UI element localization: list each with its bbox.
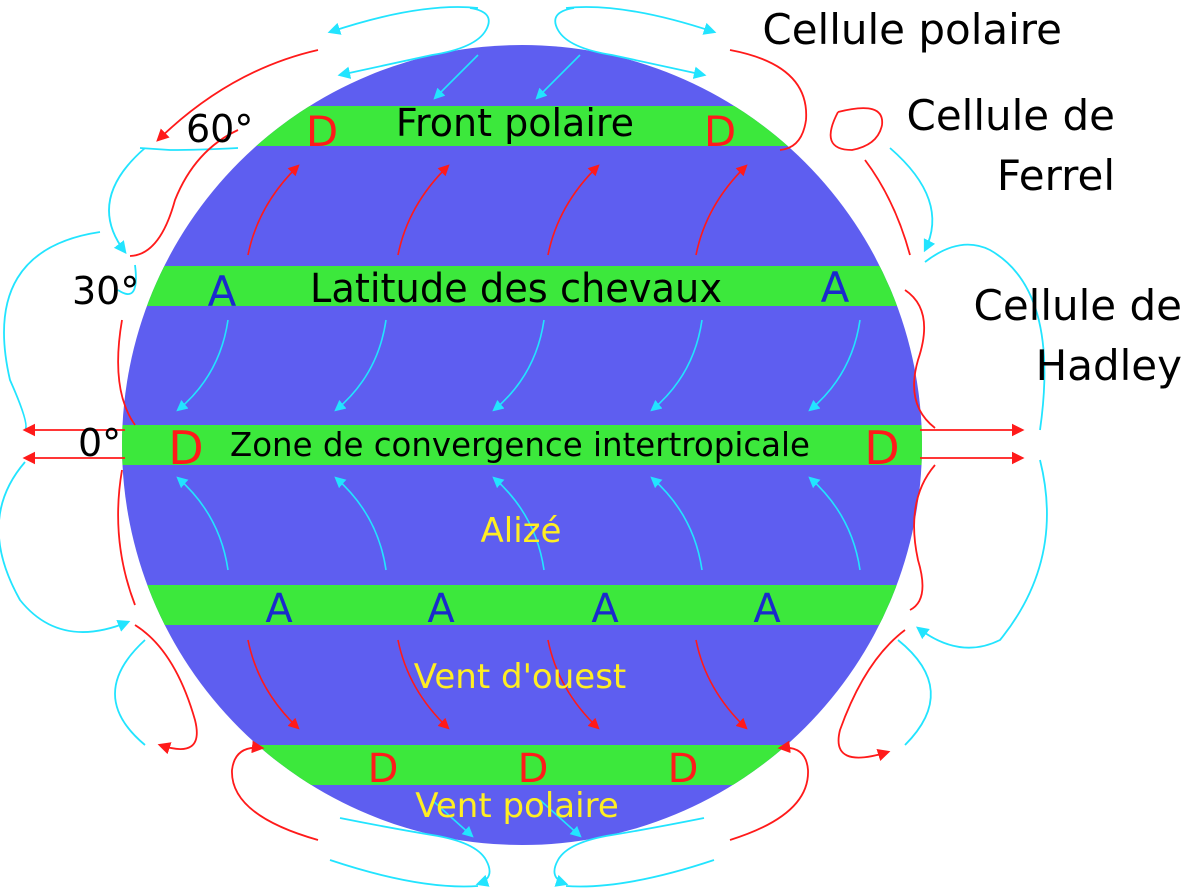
polar-front-label: Front polaire bbox=[396, 101, 634, 145]
hadley-cell-arrow bbox=[3, 231, 101, 431]
hadley-cell-arrow bbox=[924, 243, 1046, 431]
latitude-30-label: 30° bbox=[72, 269, 139, 313]
trade-wind-arrow bbox=[650, 319, 703, 412]
ferrel-cell-arrow bbox=[864, 159, 911, 256]
polar-cell-arrow bbox=[327, 6, 479, 35]
hadley-cell-label-line2: Hadley bbox=[1036, 341, 1182, 390]
westerly-arrow bbox=[247, 164, 300, 256]
polar-cell-arrow bbox=[337, 7, 490, 79]
polar-cell-arrow bbox=[231, 740, 319, 841]
hadley-cell-arrow bbox=[117, 469, 136, 606]
band-horse-latitudes-south bbox=[122, 585, 922, 625]
polar-wind-arrow bbox=[535, 54, 581, 100]
polar-wind-arrow bbox=[539, 799, 582, 838]
trade-wind-arrow bbox=[650, 476, 703, 571]
westerly-arrow bbox=[397, 639, 450, 730]
trade-wind-label: Alizé bbox=[481, 511, 562, 551]
ferrel-cell-arrow bbox=[129, 129, 239, 257]
ferrel-cell-arrow bbox=[114, 639, 146, 746]
ferrel-cell-arrow bbox=[889, 147, 936, 253]
band-horse-latitudes-north bbox=[122, 266, 922, 306]
hadley-cell-arrow bbox=[117, 319, 136, 426]
polar-cell-arrow bbox=[729, 740, 809, 841]
ferrel-cell-arrow bbox=[134, 624, 198, 755]
high-pressure-marker: A bbox=[208, 267, 237, 316]
polar-cell-arrow bbox=[729, 49, 807, 151]
polar-cell-arrow bbox=[553, 817, 705, 887]
low-pressure-marker: D bbox=[518, 746, 549, 792]
surface-wind-arrows bbox=[176, 54, 861, 838]
polar-cell-arrow bbox=[329, 859, 479, 888]
trade-wind-arrow bbox=[492, 476, 545, 571]
westerly-arrow bbox=[247, 639, 300, 730]
high-pressure-marker: A bbox=[753, 586, 781, 632]
latitude-60-label: 60° bbox=[186, 107, 253, 151]
polar-wind-arrow bbox=[433, 54, 479, 100]
hadley-cell-arrow bbox=[117, 264, 137, 295]
polar-cell-arrow bbox=[554, 7, 707, 79]
hadley-cell-arrow bbox=[904, 289, 936, 429]
westerly-label: Vent d'ouest bbox=[414, 657, 626, 697]
trade-wind-arrow bbox=[808, 476, 861, 571]
trade-wind-arrow bbox=[176, 476, 229, 571]
westerly-arrow bbox=[397, 164, 450, 256]
westerly-arrow bbox=[695, 164, 748, 256]
ferrel-cell-arrow bbox=[829, 107, 883, 151]
ferrel-cell-arrow bbox=[837, 629, 906, 762]
polar-cell-label: Cellule polaire bbox=[762, 5, 1062, 54]
high-pressure-marker: A bbox=[821, 263, 850, 312]
polar-cell-arrow bbox=[565, 6, 717, 35]
ferrel-cell-label-line1: Cellule de bbox=[907, 91, 1115, 140]
hadley-cell-arrow bbox=[909, 464, 936, 611]
horse-latitudes-label: Latitude des chevaux bbox=[310, 266, 722, 312]
polar-cell-arrow bbox=[339, 817, 491, 887]
westerly-arrow bbox=[547, 164, 600, 256]
trade-wind-arrow bbox=[808, 319, 861, 412]
ferrel-cell-label-line2: Ferrel bbox=[997, 151, 1115, 200]
low-pressure-marker: D bbox=[368, 746, 399, 792]
hadley-cell-arrow bbox=[0, 461, 131, 633]
high-pressure-marker: A bbox=[591, 586, 619, 632]
trade-wind-arrow bbox=[334, 476, 387, 571]
westerly-arrow bbox=[695, 639, 748, 730]
hadley-cell-arrow bbox=[915, 459, 1048, 649]
trade-wind-arrow bbox=[334, 319, 387, 412]
trade-wind-arrow bbox=[492, 319, 545, 412]
ferrel-cell-arrow bbox=[108, 147, 146, 254]
low-pressure-marker: D bbox=[864, 421, 899, 475]
westerly-arrow bbox=[547, 639, 600, 730]
low-pressure-marker: D bbox=[168, 421, 203, 475]
polar-cell-arrow bbox=[139, 147, 239, 151]
trade-wind-arrow bbox=[176, 319, 229, 412]
high-pressure-marker: A bbox=[265, 586, 293, 632]
polar-cell-arrow bbox=[565, 859, 715, 888]
circulation-cells bbox=[0, 6, 1048, 888]
latitude-0-label: 0° bbox=[78, 421, 121, 465]
ferrel-cell-arrow bbox=[897, 639, 932, 746]
polar-wind-label: Vent polaire bbox=[415, 786, 619, 826]
low-pressure-marker: D bbox=[668, 746, 699, 792]
band-itcz bbox=[122, 425, 922, 465]
low-pressure-marker: D bbox=[306, 107, 338, 156]
low-pressure-marker: D bbox=[704, 107, 736, 156]
polar-wind-arrow bbox=[431, 799, 474, 838]
itcz-label: Zone de convergence intertropicale bbox=[230, 425, 810, 464]
polar-cell-arrow bbox=[156, 49, 319, 142]
hadley-cell-label-line1: Cellule de bbox=[974, 281, 1182, 330]
high-pressure-marker: A bbox=[427, 586, 455, 632]
